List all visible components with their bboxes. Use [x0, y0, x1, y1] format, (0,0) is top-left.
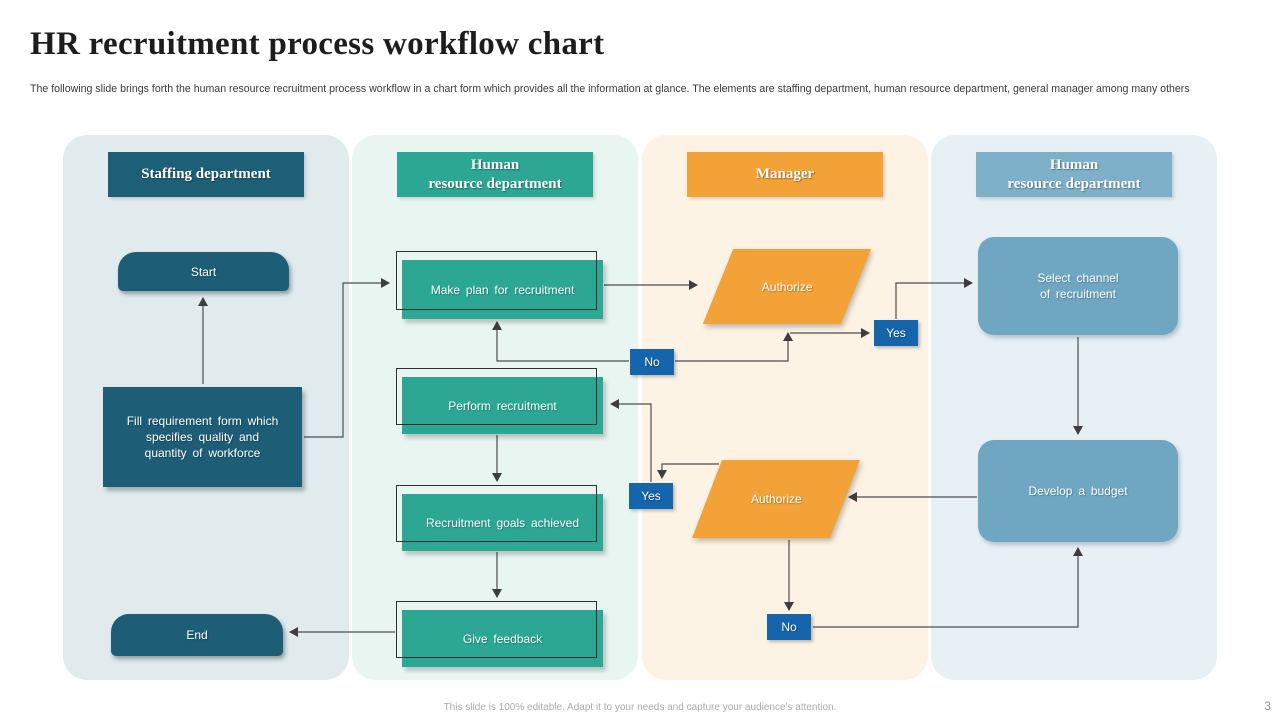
badge-label: No [781, 620, 797, 634]
badge-label: Yes [886, 326, 906, 340]
node-label: Give feedback [462, 631, 543, 646]
node-label-line: quantity of workforce [144, 446, 261, 460]
node-label: Start [190, 264, 217, 279]
node-perform-recruitment: Perform recruitment [396, 368, 603, 434]
page-subtitle: The following slide brings forth the hum… [30, 83, 1190, 95]
node-label-line: specifies quality and [145, 430, 260, 444]
process-fill: Make plan for recruitment [402, 260, 603, 319]
node-label-line: of recruitment [1040, 287, 1116, 301]
lane-header-label: Staffing department [141, 166, 271, 183]
badge-label: No [644, 355, 660, 369]
badge-no-1: No [630, 349, 674, 375]
node-select-channel-of-recruitment: Select channel of recruitment [978, 237, 1178, 335]
lane-header-label: Human [470, 156, 520, 173]
node-label: Authorize [761, 279, 813, 294]
process-fill: Perform recruitment [402, 377, 603, 434]
node-label: Recruitment goals achieved [425, 515, 580, 530]
process-fill: Give feedback [402, 610, 603, 667]
lane-header-label: Manager [755, 166, 815, 183]
lane-header-label: Human [1049, 156, 1099, 173]
lane-header-label: resource department [428, 175, 562, 192]
node-recruitment-goals-achieved: Recruitment goals achieved [396, 485, 603, 551]
node-give-feedback: Give feedback [396, 601, 603, 667]
node-develop-a-budget: Develop a budget [978, 440, 1178, 542]
lane-header-staffing-department: Staffing department [108, 152, 304, 197]
node-label: Make plan for recruitment [430, 282, 575, 297]
process-fill: Recruitment goals achieved [402, 494, 603, 551]
badge-label: Yes [641, 489, 661, 503]
node-start: Start [118, 252, 289, 291]
node-make-plan-for-recruitment: Make plan for recruitment [396, 251, 603, 319]
node-fill-requirement-form: Fill requirement form which specifies qu… [103, 387, 302, 487]
footer-note: This slide is 100% editable. Adapt it to… [443, 702, 837, 713]
lane-manager: Manager [642, 135, 928, 680]
badge-yes-1: Yes [874, 320, 918, 346]
lane-header-label: resource department [1007, 175, 1141, 192]
lane-header-human-resource-department: Human resource department [397, 152, 593, 197]
node-label-line: Select channel [1037, 271, 1119, 285]
badge-yes-2: Yes [629, 483, 673, 509]
page-number: 3 [1264, 699, 1271, 713]
node-end: End [111, 614, 283, 656]
node-label: End [186, 628, 208, 642]
lane-header-human-resource-department-2: Human resource department [976, 152, 1172, 197]
node-label-line: Fill requirement form which [126, 414, 279, 428]
lane-header-manager: Manager [687, 152, 883, 197]
page-title: HR recruitment process workflow chart [30, 26, 605, 62]
node-label: Authorize [750, 492, 802, 506]
node-label: Develop a budget [1028, 484, 1128, 498]
badge-no-2: No [767, 614, 811, 640]
node-label: Perform recruitment [448, 398, 557, 413]
lane-human-resource-department-2: Human resource department [931, 135, 1217, 680]
